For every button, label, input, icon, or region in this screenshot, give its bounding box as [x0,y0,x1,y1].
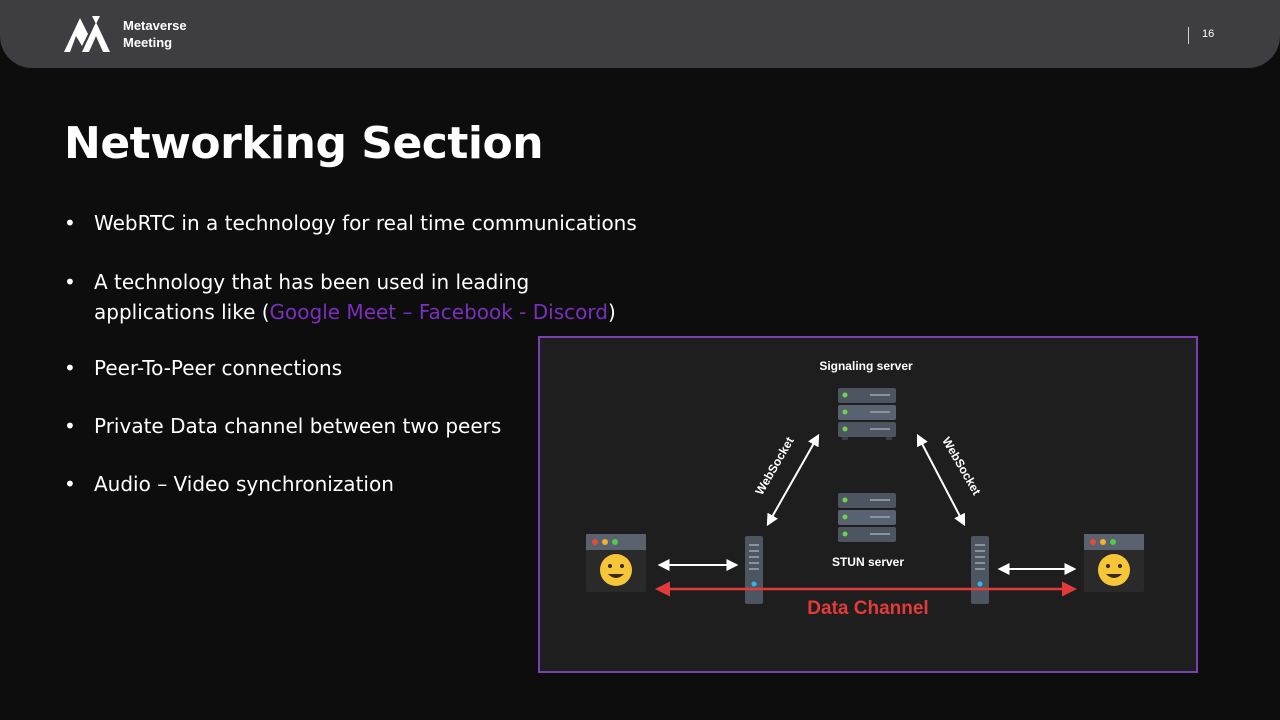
bullet-text-line-1: A technology that has been used in leadi… [94,270,530,294]
bullet-text-prefix: applications like ( [94,300,270,324]
bullet-text: WebRTC in a technology for real time com… [94,211,637,235]
page-number-separator [1188,27,1189,44]
bullet-item: Audio – Video synchronization [64,469,394,499]
slide-title: Networking Section [64,118,544,169]
webrtc-diagram-svg: Signaling server [586,359,1144,619]
bullet-item: WebRTC in a technology for real time com… [64,208,637,238]
websocket-left-label: WebSocket [752,435,796,498]
bullet-text-suffix: ) [607,300,616,324]
signaling-server-icon [838,388,896,440]
bullet-text: Audio – Video synchronization [94,472,394,496]
left-peer-server-icon [745,536,763,604]
stun-server-label: STUN server [832,555,904,569]
websocket-left-arrow [766,433,820,527]
left-peer-browser-icon [586,534,646,592]
bullet-text: Peer-To-Peer connections [94,356,343,380]
webrtc-diagram: Signaling server [538,336,1198,673]
brand-line-1: Metaverse [123,18,187,33]
websocket-right-arrow [916,433,966,527]
bullet-text: Private Data channel between two peers [94,414,502,438]
brand-name: Metaverse Meeting [123,17,187,51]
data-channel-label: Data Channel [807,598,928,619]
header-bar: Metaverse Meeting 16 [0,0,1280,68]
signaling-server-label: Signaling server [819,359,913,373]
page-number: 16 [1202,28,1215,40]
bullet-item: Peer-To-Peer connections [64,353,342,383]
right-peer-browser-icon [1084,534,1144,592]
bullet-item: Private Data channel between two peers [64,411,501,441]
stun-server-icon [838,493,896,542]
brand-line-2: Meeting [123,35,173,50]
bullet-item: A technology that has been used in leadi… [64,267,616,327]
metaverse-logo-icon [64,16,110,52]
right-peer-server-icon [971,536,989,604]
highlighted-apps: Google Meet – Facebook - Discord [269,300,608,324]
